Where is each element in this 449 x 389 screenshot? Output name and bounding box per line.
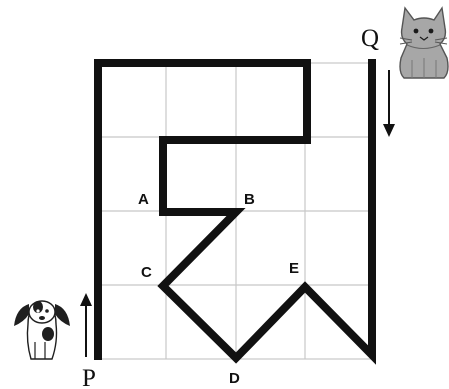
down-arrow-icon <box>383 70 395 137</box>
label-a: A <box>138 191 149 208</box>
label-p: P <box>82 365 96 389</box>
label-e: E <box>289 260 299 277</box>
up-arrow-icon <box>80 293 92 357</box>
cat-icon <box>400 8 448 78</box>
label-d: D <box>229 370 240 387</box>
label-c: C <box>141 264 152 281</box>
label-b: B <box>244 191 255 208</box>
dog-icon <box>14 301 70 359</box>
label-q: Q <box>361 25 379 52</box>
